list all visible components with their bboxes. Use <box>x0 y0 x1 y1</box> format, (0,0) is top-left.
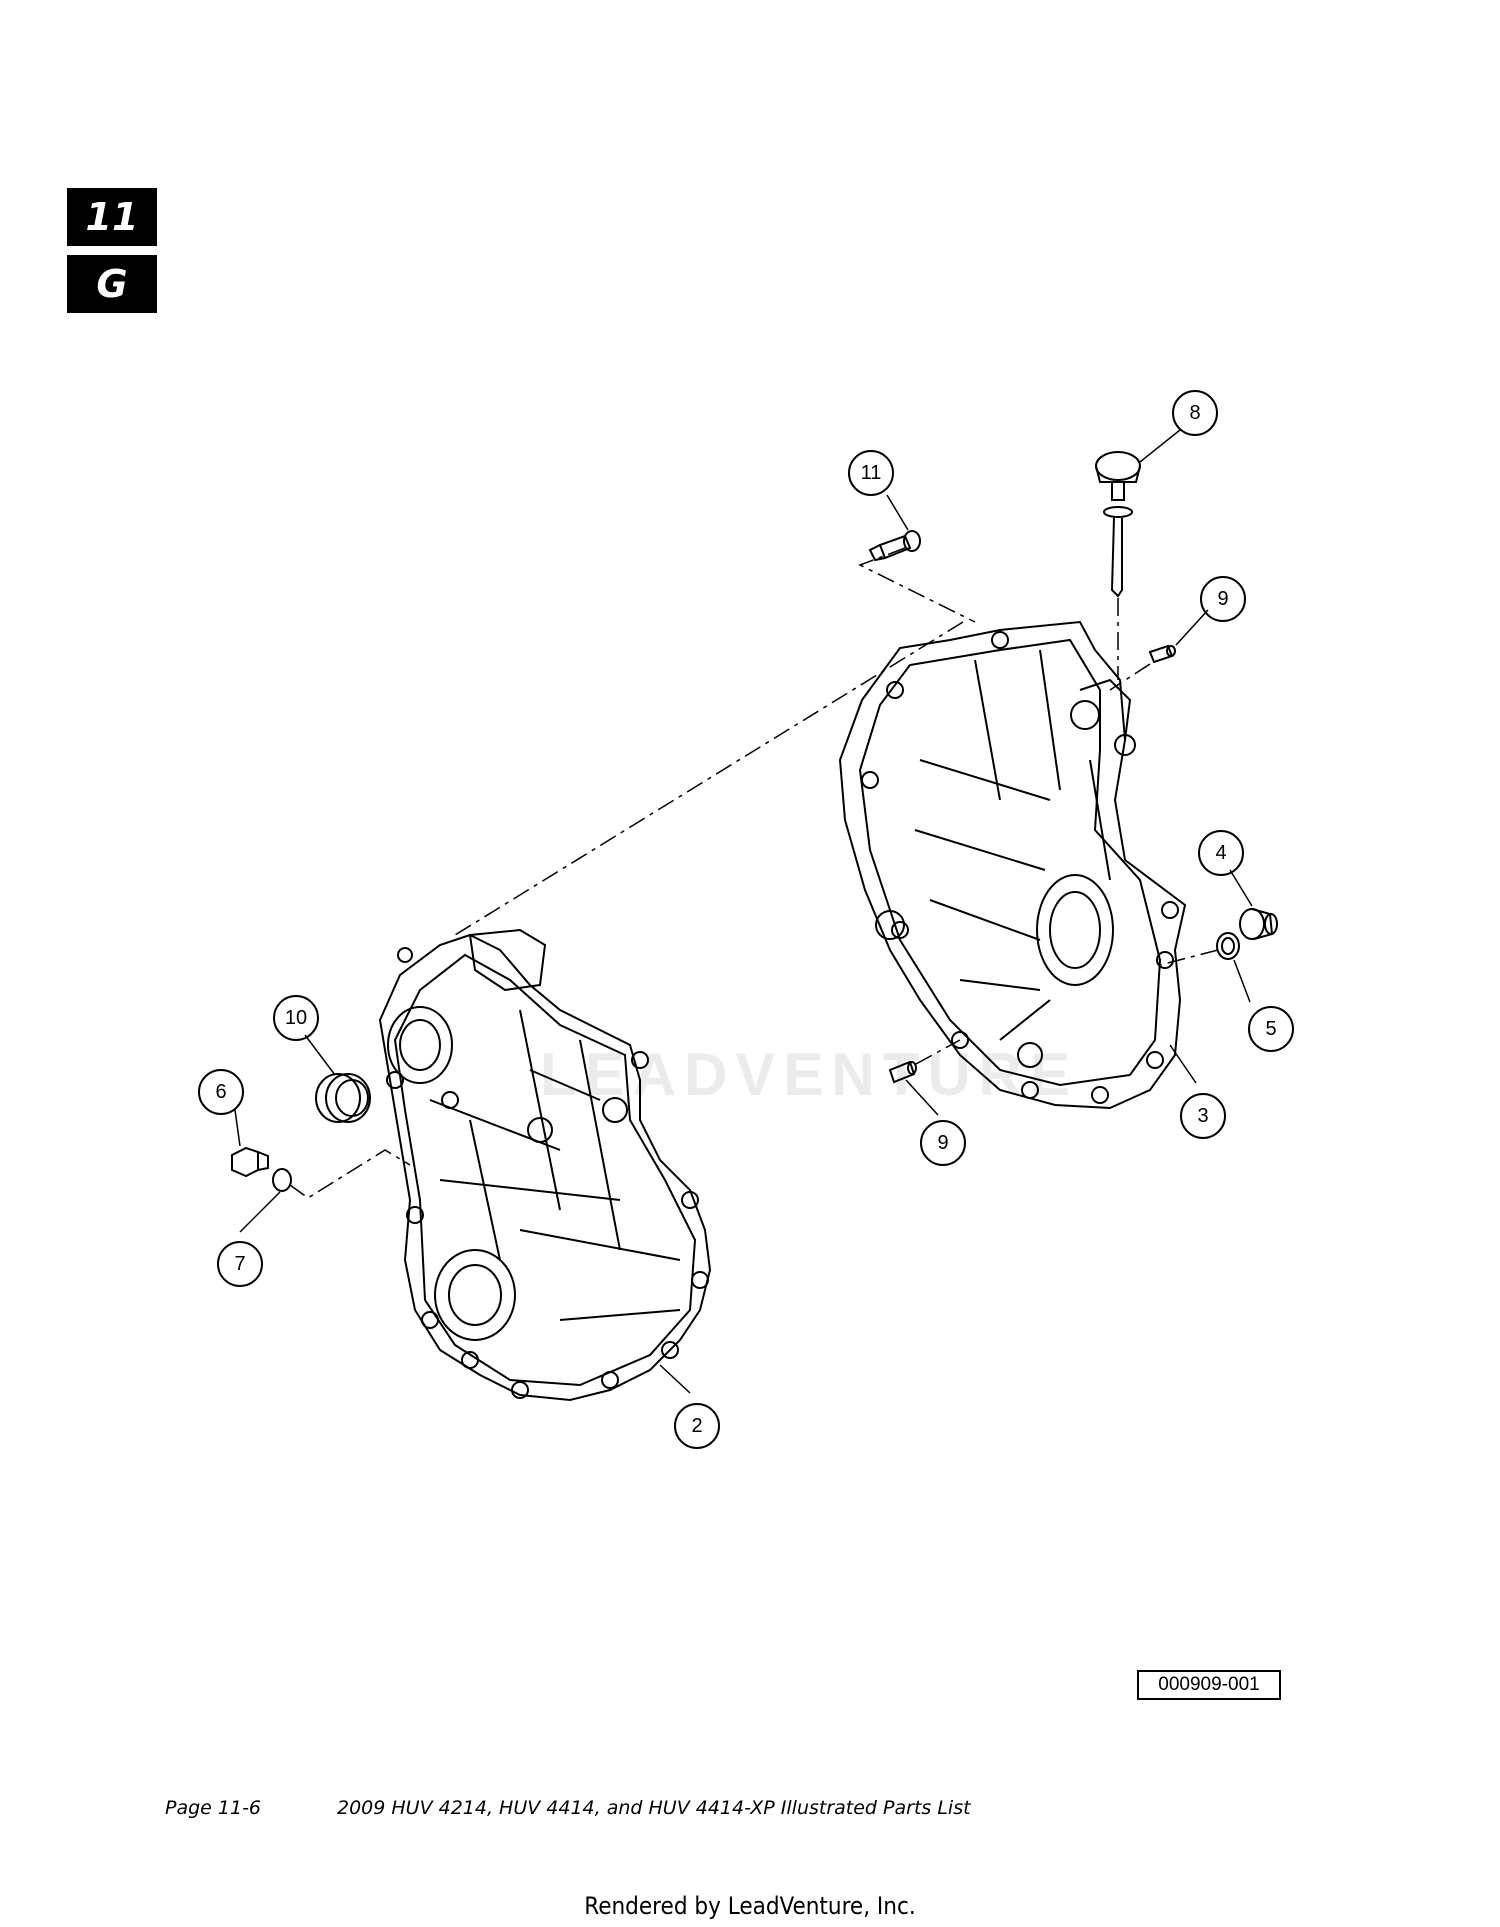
callout-10: 10 <box>285 1007 307 1029</box>
callout-4: 4 <box>1215 842 1226 864</box>
callout-6-circle <box>198 1069 244 1115</box>
callout-2-circle <box>674 1403 720 1449</box>
callout-10-circle <box>273 995 319 1041</box>
callout-circles <box>198 390 1294 1449</box>
callout-9-upper-circle <box>1200 576 1246 622</box>
plug-part-6 <box>231 1146 269 1178</box>
callout-5-circle <box>1248 1006 1294 1052</box>
section-number-tab: 11 <box>67 188 157 246</box>
section-letter-tab: G <box>67 255 157 313</box>
right-housing-part-3 <box>838 620 1187 1110</box>
oil-seal-part-10 <box>315 1073 371 1123</box>
left-housing-part-2 <box>378 928 712 1402</box>
washer-part-5 <box>1216 932 1240 960</box>
callout-9-lower: 9 <box>937 1132 948 1154</box>
assembly-lines <box>289 547 1219 1199</box>
callout-7: 7 <box>234 1253 245 1275</box>
callout-11-circle <box>848 450 894 496</box>
callout-9-lower-circle <box>920 1120 966 1166</box>
footer-page-number: Page 11-6 <box>165 1797 262 1819</box>
dipstick-part-8 <box>1095 451 1141 598</box>
leader-lines <box>234 429 1253 1394</box>
callout-4-circle <box>1198 830 1244 876</box>
callout-7-circle <box>217 1241 263 1287</box>
callout-8: 8 <box>1189 402 1200 424</box>
dowel-pin-part-9-lower <box>888 1060 917 1084</box>
bolt-part-11 <box>868 530 921 562</box>
o-ring-part-7 <box>272 1168 292 1192</box>
figure-reference-number: 000909-001 <box>1137 1670 1281 1700</box>
callout-9-upper: 9 <box>1217 588 1228 610</box>
callout-5: 5 <box>1265 1018 1276 1040</box>
rendered-by-credit: Rendered by LeadVenture, Inc. <box>584 1892 916 1920</box>
callout-11: 11 <box>861 462 882 484</box>
footer-document-title: 2009 HUV 4214, HUV 4414, and HUV 4414-XP… <box>337 1797 971 1819</box>
callout-3-circle <box>1180 1093 1226 1139</box>
dowel-pin-part-9-upper <box>1148 644 1176 664</box>
callout-8-circle <box>1172 390 1218 436</box>
callout-3: 3 <box>1197 1105 1208 1127</box>
callout-2: 2 <box>691 1415 702 1437</box>
callout-6: 6 <box>215 1081 226 1103</box>
drain-plug-part-4 <box>1239 908 1278 940</box>
